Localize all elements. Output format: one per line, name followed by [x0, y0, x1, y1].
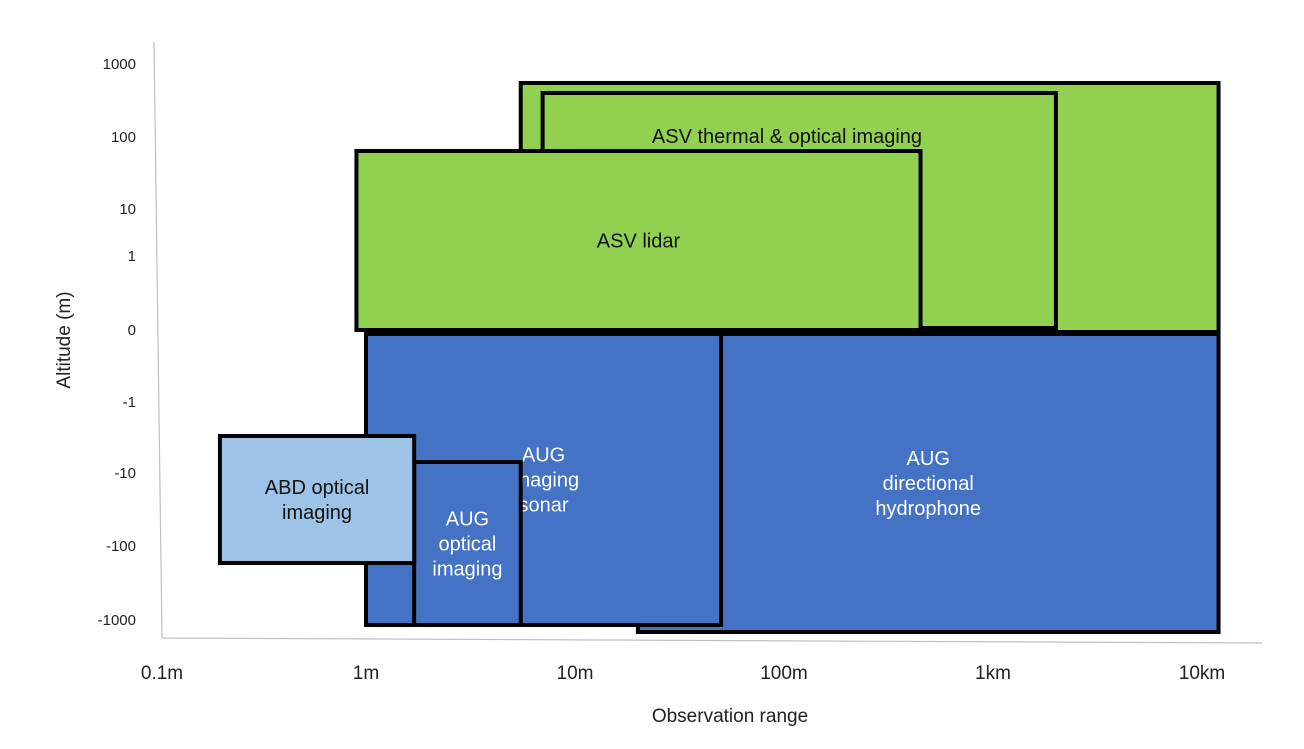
y-tick-label: 100 [111, 129, 136, 146]
x-axis-ticks: 0.1m 1m 10m 100m 1km 10km [141, 663, 1225, 684]
x-tick-label: 10km [1179, 663, 1225, 684]
range-boxes: ASV radarASV thermal & optical imagingAS… [217, 81, 1221, 634]
y-tick-label: -100 [106, 538, 136, 555]
y-tick-label: 10 [119, 201, 136, 218]
axes [153, 41, 1263, 644]
box-aug-directional-hydrophone-rect [635, 332, 1221, 634]
y-axis-label: Altitude (m) [54, 291, 75, 388]
y-tick-label: -1 [123, 394, 136, 411]
box-asv-lidar-label: ASV lidar [597, 231, 681, 253]
box-asv-lidar-rect [354, 149, 923, 332]
y-tick-label: -10 [114, 465, 136, 482]
x-axis-label: Observation range [652, 706, 808, 727]
y-tick-label: 1000 [103, 56, 136, 73]
x-tick-label: 1m [353, 663, 379, 684]
y-tick-label: 1 [128, 248, 136, 265]
y-tick-label: -1000 [98, 612, 136, 629]
x-tick-label: 0.1m [141, 663, 183, 684]
x-tick-label: 100m [760, 663, 808, 684]
box-asv-lidar: ASV lidar [354, 149, 923, 332]
y-tick-label: 0 [128, 322, 136, 339]
box-abd-optical-imaging-rect [217, 434, 417, 565]
box-asv-thermal-optical-imaging-label: ASV thermal & optical imaging [652, 126, 922, 148]
x-tick-label: 1km [975, 663, 1011, 684]
axis-lines [153, 41, 1263, 644]
box-aug-optical-imaging-rect [412, 460, 523, 627]
x-tick-label: 10m [557, 663, 594, 684]
